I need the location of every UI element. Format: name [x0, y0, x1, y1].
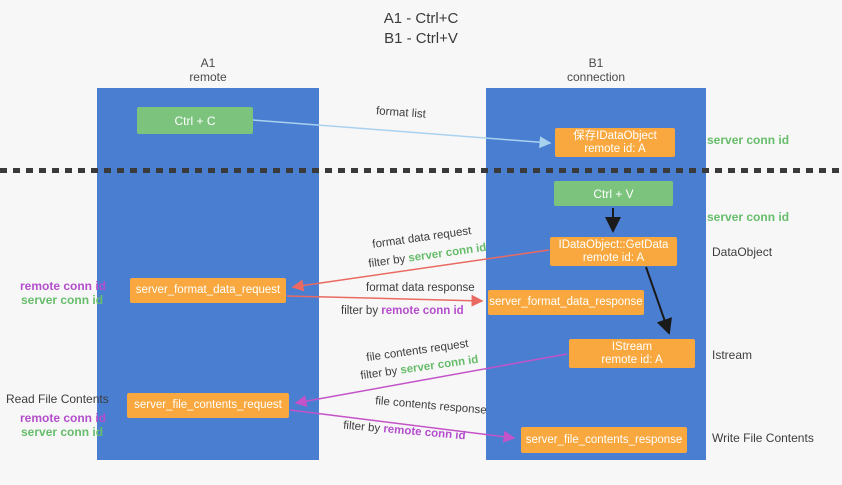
format-list-label: format list — [375, 105, 427, 121]
istream-title: IStream — [611, 340, 653, 353]
server-format-data-request-node: server_format_data_request — [130, 278, 286, 303]
istream-remote-id: remote id: A — [601, 353, 663, 366]
file-contents-response-label: file contents response — [374, 395, 488, 417]
save-idataobject-title: 保存IDataObject — [573, 129, 657, 142]
server-format-data-response-label: server_format_data_response — [489, 296, 643, 308]
column-a-header: A1 remote — [97, 56, 319, 84]
ctrl-v-node: Ctrl + V — [554, 181, 673, 206]
server-format-data-response-node: server_format_data_response — [488, 290, 644, 315]
diagram-title: A1 - Ctrl+C B1 - Ctrl+V — [0, 9, 842, 49]
server-file-contents-request-label: server_file_contents_request — [134, 399, 282, 411]
server-file-contents-request-node: server_file_contents_request — [127, 393, 289, 418]
ctrl-v-label: Ctrl + V — [593, 186, 634, 201]
column-b-name: connection — [566, 70, 626, 84]
clipboard-boundary-divider — [0, 168, 842, 173]
column-a-name: remote — [189, 70, 227, 84]
right-istream-label: Istream — [712, 348, 753, 362]
left-server-conn-id-bottom: server conn id — [21, 425, 104, 439]
istream-node: IStream remote id: A — [569, 339, 695, 368]
filter-by-text: filter by — [367, 252, 410, 271]
left-remote-conn-id-bottom: remote conn id — [20, 411, 107, 425]
right-server-conn-id-mid: server conn id — [707, 210, 790, 224]
save-idataobject-remote-id: remote id: A — [584, 142, 646, 155]
ctrl-c-node: Ctrl + C — [137, 107, 253, 134]
server-format-data-request-label: server_format_data_request — [135, 284, 281, 296]
title-line-2: B1 - Ctrl+V — [384, 30, 458, 47]
column-a-id: A1 — [200, 56, 216, 70]
left-remote-conn-id-top: remote conn id — [20, 279, 107, 293]
format-data-response-filter-label: filter by remote conn id — [341, 305, 464, 317]
right-dataobject-label: DataObject — [712, 245, 773, 259]
right-server-conn-id-top: server conn id — [707, 133, 790, 147]
filter-by-text: filter by — [359, 364, 402, 383]
filter-by-text: filter by — [342, 419, 384, 436]
remote-conn-id-text: remote conn id — [381, 305, 464, 317]
left-read-file-contents-label: Read File Contents — [6, 392, 109, 406]
getdata-title: IDataObject::GetData — [558, 238, 669, 251]
save-idataobject-node: 保存IDataObject remote id: A — [555, 128, 675, 157]
column-b-id: B1 — [588, 56, 604, 70]
getdata-remote-id: remote id: A — [582, 251, 645, 264]
right-write-file-contents-label: Write File Contents — [712, 431, 814, 445]
remote-conn-id-text: remote conn id — [382, 423, 466, 443]
left-server-conn-id-top: server conn id — [21, 293, 104, 307]
server-conn-id-text: server conn id — [407, 241, 488, 265]
column-b-header: B1 connection — [486, 56, 706, 84]
title-line-1: A1 - Ctrl+C — [383, 10, 459, 27]
getdata-node: IDataObject::GetData remote id: A — [550, 237, 677, 266]
server-file-contents-response-node: server_file_contents_response — [521, 427, 687, 453]
file-contents-response-filter-label: filter by remote conn id — [343, 420, 466, 443]
ctrl-c-label: Ctrl + C — [174, 113, 216, 128]
filter-by-text: filter by — [341, 305, 382, 317]
format-data-response-label: format data response — [366, 282, 475, 294]
server-file-contents-response-label: server_file_contents_response — [525, 433, 683, 446]
